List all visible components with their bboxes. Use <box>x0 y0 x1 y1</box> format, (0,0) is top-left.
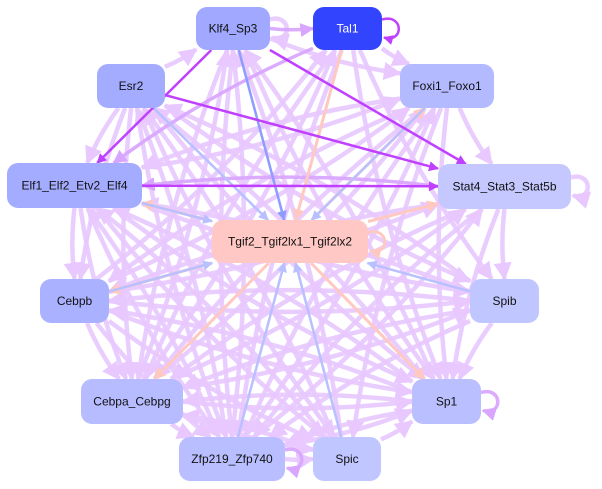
node-spib[interactable]: Spib <box>470 279 539 323</box>
node-tgif2-tgif2lx1-tgif2lx2[interactable]: Tgif2_Tgif2lx1_Tgif2lx2 <box>212 220 368 263</box>
node-spib-label: Spib <box>492 294 516 308</box>
node-spic-label: Spic <box>335 452 358 466</box>
node-klf4-sp3[interactable]: Klf4_Sp3 <box>196 7 270 50</box>
edge-foxi1-to-sp1 <box>435 107 454 381</box>
node-cebpb[interactable]: Cebpb <box>40 279 109 323</box>
edge-tal1-to-tal1 <box>381 17 400 45</box>
node-elf1-elf2-etv2-elf4-box <box>7 163 142 208</box>
node-sp1-label: Sp1 <box>436 395 458 409</box>
node-sp1-box <box>412 379 481 424</box>
edge-tal1-to-spib <box>357 49 494 281</box>
node-tal1[interactable]: Tal1 <box>313 7 382 50</box>
node-tgif2-tgif2lx1-tgif2lx2-label: Tgif2_Tgif2lx1_Tgif2lx2 <box>228 235 352 249</box>
edge-spib-to-sp1 <box>457 321 494 381</box>
edge-tgif2-to-sp1 <box>309 261 426 381</box>
edges-layer <box>63 16 592 479</box>
edge-spib-to-cebpa <box>181 308 471 391</box>
node-sp1[interactable]: Sp1 <box>412 379 481 424</box>
node-esr2[interactable]: Esr2 <box>97 64 165 108</box>
edge-spic-to-tgif2 <box>293 262 343 438</box>
edge-esr2-to-stat4 <box>164 93 439 172</box>
edge-foxi1-to-spic <box>346 107 444 439</box>
edge-foxi1-to-tgif2 <box>310 107 426 221</box>
node-cebpb-label: Cebpb <box>57 294 93 308</box>
edge-esr2-to-tgif2 <box>152 107 269 221</box>
node-foxi1-foxo1[interactable]: Foxi1_Foxo1 <box>400 64 494 108</box>
edge-stat4-to-elf1 <box>140 175 439 192</box>
edge-elf1-to-foxi1 <box>141 96 402 170</box>
node-cebpa-cebpg-box <box>81 379 183 424</box>
edge-tgif2-to-cebpa <box>153 261 270 381</box>
node-cebpb-box <box>40 279 109 323</box>
node-foxi1-foxo1-label: Foxi1_Foxo1 <box>412 79 482 93</box>
edge-spib-to-esr2 <box>163 103 472 283</box>
edge-esr2-to-elf1 <box>85 106 121 165</box>
edge-zfp219-to-tgif2 <box>236 262 287 438</box>
edge-tal1-to-foxi1 <box>380 46 411 67</box>
edge-klf4-to-stat4 <box>269 48 467 166</box>
edge-spib-to-cebpb <box>107 287 471 309</box>
edge-cebpb-to-tgif2 <box>108 260 214 293</box>
edge-elf1-to-tgif2 <box>141 201 213 224</box>
edge-cebpa-to-zfp219 <box>169 422 196 440</box>
node-cebpa-cebpg-label: Cebpa_Cebpg <box>93 395 170 409</box>
edge-elf1-to-zfp219 <box>85 207 222 439</box>
edge-tgif2-to-tgif2 <box>367 230 387 260</box>
edge-sp1-to-sp1 <box>480 389 500 421</box>
node-klf4-sp3-label: Klf4_Sp3 <box>209 22 258 36</box>
edge-elf1-to-cebpb <box>63 207 82 281</box>
edge-tgif2-to-stat4 <box>367 200 440 223</box>
node-stat4-stat3-stat5b[interactable]: Stat4_Stat3_Stat5b <box>438 164 571 209</box>
edge-tal1-to-tgif2 <box>292 49 344 222</box>
node-elf1-elf2-etv2-elf4-label: Elf1_Elf2_Etv2_Elf4 <box>21 179 127 193</box>
edge-spib-to-tgif2 <box>366 260 471 293</box>
edge-zfp219-to-spic <box>284 452 315 470</box>
node-stat4-stat3-stat5b-label: Stat4_Stat3_Stat5b <box>452 180 556 194</box>
edge-cebpb-to-spic <box>107 319 315 442</box>
edge-cebpb-to-spib <box>108 293 472 315</box>
node-tgif2-tgif2lx1-tgif2lx2-box <box>212 220 368 263</box>
edge-esr2-to-klf4 <box>164 47 198 69</box>
edge-spic-to-sp1 <box>380 419 414 442</box>
node-foxi1-foxo1-box <box>400 64 494 108</box>
node-tal1-label: Tal1 <box>336 22 358 36</box>
nodes-layer: Klf4_Sp3 Tal1 Esr2 Foxi1_Foxo1 Elf1_Elf2… <box>7 7 571 481</box>
edge-stat4-to-stat4 <box>570 174 592 209</box>
node-spic-box <box>313 437 381 481</box>
node-elf1-elf2-etv2-elf4[interactable]: Elf1_Elf2_Etv2_Elf4 <box>7 163 142 208</box>
node-zfp219-zfp740-box <box>179 437 285 481</box>
edge-klf4-to-tal1 <box>269 23 315 37</box>
edge-klf4-to-tgif2 <box>237 49 287 221</box>
edge-elf1-to-stat4 <box>141 181 439 192</box>
edge-stat4-to-spib <box>493 208 512 281</box>
node-tal1-box <box>313 7 382 50</box>
node-spic[interactable]: Spic <box>313 437 381 481</box>
edge-sp1-to-klf4 <box>243 48 436 380</box>
node-cebpa-cebpg[interactable]: Cebpa_Cebpg <box>81 379 183 424</box>
node-zfp219-zfp740[interactable]: Zfp219_Zfp740 <box>179 437 285 481</box>
edge-foxi1-to-elf1 <box>140 96 401 170</box>
node-klf4-sp3-box <box>196 7 270 50</box>
node-zfp219-zfp740-label: Zfp219_Zfp740 <box>191 452 273 466</box>
edge-cebpa-to-spic <box>182 413 315 457</box>
edge-esr2-to-spic <box>141 107 337 439</box>
edge-esr2-to-spib <box>163 103 472 284</box>
node-stat4-stat3-stat5b-box <box>438 164 571 209</box>
node-spib-box <box>470 279 539 323</box>
edge-foxi1-to-stat4 <box>457 107 494 166</box>
edge-tal1-to-cebpa <box>142 48 337 381</box>
edge-zfp219-to-zfp219 <box>284 447 304 479</box>
node-esr2-box <box>97 64 165 108</box>
edge-foxi1-to-zfp219 <box>242 106 437 439</box>
node-esr2-label: Esr2 <box>119 79 144 93</box>
